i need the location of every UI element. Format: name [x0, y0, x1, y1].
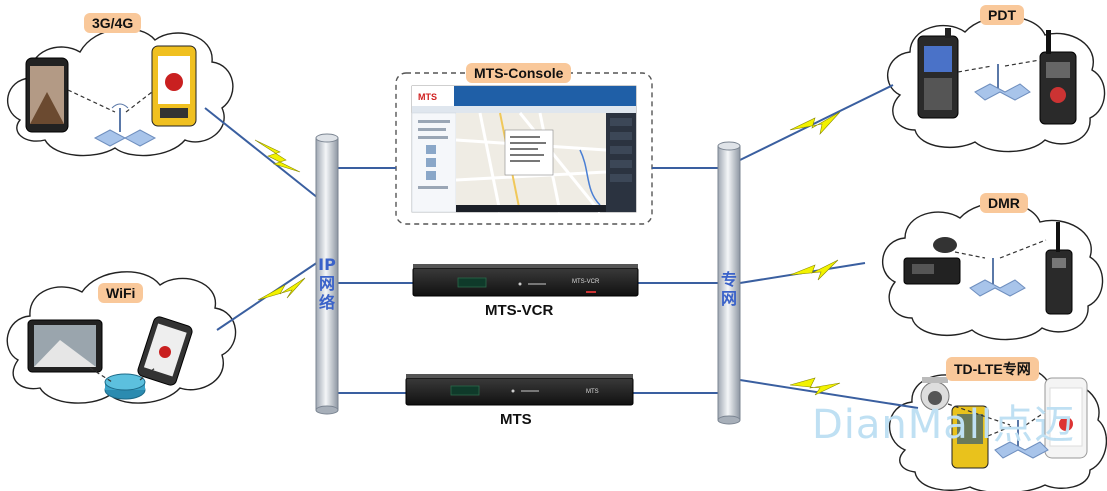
dashed-links-wifi	[89, 367, 156, 383]
ptz-camera-icon	[920, 377, 950, 411]
lightning-3g	[254, 139, 301, 173]
lightning-bolts	[254, 111, 841, 396]
label-3g4g: 3G/4G	[84, 13, 142, 33]
ip-network-bus	[315, 133, 339, 415]
rugged-phone-icon	[151, 45, 197, 127]
dashed-links-3g	[67, 89, 153, 113]
link-private-pdt	[739, 84, 894, 161]
mts-front-label: MTS	[586, 389, 599, 395]
base-station-icon-lte	[994, 420, 1049, 459]
label-tdlte: TD-LTE专网	[946, 357, 1039, 381]
pdt-handset-icon	[917, 28, 959, 119]
wifi-router-icon	[104, 373, 146, 400]
link-private-tdlte	[739, 379, 919, 409]
private-network-bus	[717, 141, 741, 425]
pdt-radio-icon	[1039, 30, 1077, 125]
mts-vcr-device	[412, 264, 639, 297]
label-console: MTS-Console	[466, 63, 572, 83]
watermark: DianMall点迈	[812, 402, 1076, 448]
caption-mts: MTS	[500, 411, 532, 428]
dmr-walkie-talkie-icon	[1045, 222, 1073, 315]
dashed-links-pdt	[957, 59, 1041, 73]
base-station-icon-3g	[93, 103, 157, 147]
ip-network-label: IP 网 络	[318, 255, 336, 312]
lte-smartphone-icon	[1044, 377, 1088, 459]
lightning-pdt	[789, 111, 841, 136]
lightning-dmr	[789, 259, 839, 281]
svg-text:MTS: MTS	[418, 92, 437, 102]
console-screen: MTS	[411, 85, 637, 213]
android-phone-icon	[137, 316, 193, 386]
lte-rugged-phone-icon	[951, 405, 989, 469]
mts-device	[405, 374, 634, 406]
lightning-wifi	[257, 277, 306, 301]
dmr-mobile-radio-icon	[903, 237, 961, 285]
caption-vcr: MTS-VCR	[485, 302, 554, 319]
lightning-tdlte	[789, 377, 841, 396]
dashed-links-dmr	[954, 239, 1047, 259]
label-pdt: PDT	[980, 5, 1024, 25]
base-station-icon-pdt	[974, 64, 1031, 101]
label-wifi: WiFi	[98, 283, 144, 303]
private-network-label: 专 网	[720, 270, 737, 308]
tablet-icon	[27, 319, 103, 373]
vcr-front-label: MTS-VCR	[572, 279, 600, 285]
link-3g-ip	[204, 107, 319, 199]
base-station-icon-dmr	[969, 258, 1026, 297]
label-dmr: DMR	[980, 193, 1028, 213]
smartphone-icon	[25, 57, 69, 133]
dashed-links-lte	[947, 403, 1046, 437]
